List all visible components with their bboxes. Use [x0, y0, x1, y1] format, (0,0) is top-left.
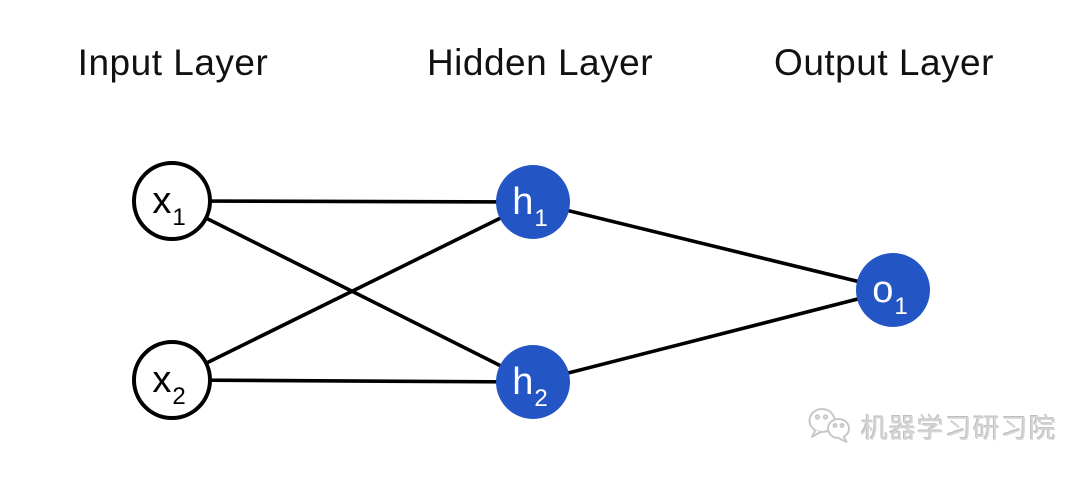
node-label-o1: o1 [872, 269, 908, 320]
node-o1 [856, 253, 930, 327]
header-output-layer: Output Layer [774, 42, 994, 83]
node-x2 [132, 340, 212, 420]
edge-x2-h1 [171, 200, 534, 382]
edge-x1-h1 [171, 199, 534, 204]
node-x1 [132, 161, 212, 241]
edge-h2-o1 [532, 288, 894, 384]
node-label-x2: x2 [152, 359, 185, 410]
watermark: 机器学习研习院 [806, 406, 1057, 446]
node-label-x1: x1 [152, 180, 185, 231]
node-label-h1: h1 [512, 181, 548, 232]
header-input-layer: Input Layer [77, 42, 269, 83]
node-h1 [496, 165, 570, 239]
watermark-text: 机器学习研习院 [861, 413, 1057, 444]
node-label-h2: h2 [512, 361, 548, 412]
node-h2 [496, 345, 570, 419]
edge-h1-o1 [532, 200, 894, 292]
header-hidden-layer: Hidden Layer [426, 42, 654, 83]
wechat-icon [808, 408, 850, 443]
edge-x2-h2 [171, 378, 534, 384]
